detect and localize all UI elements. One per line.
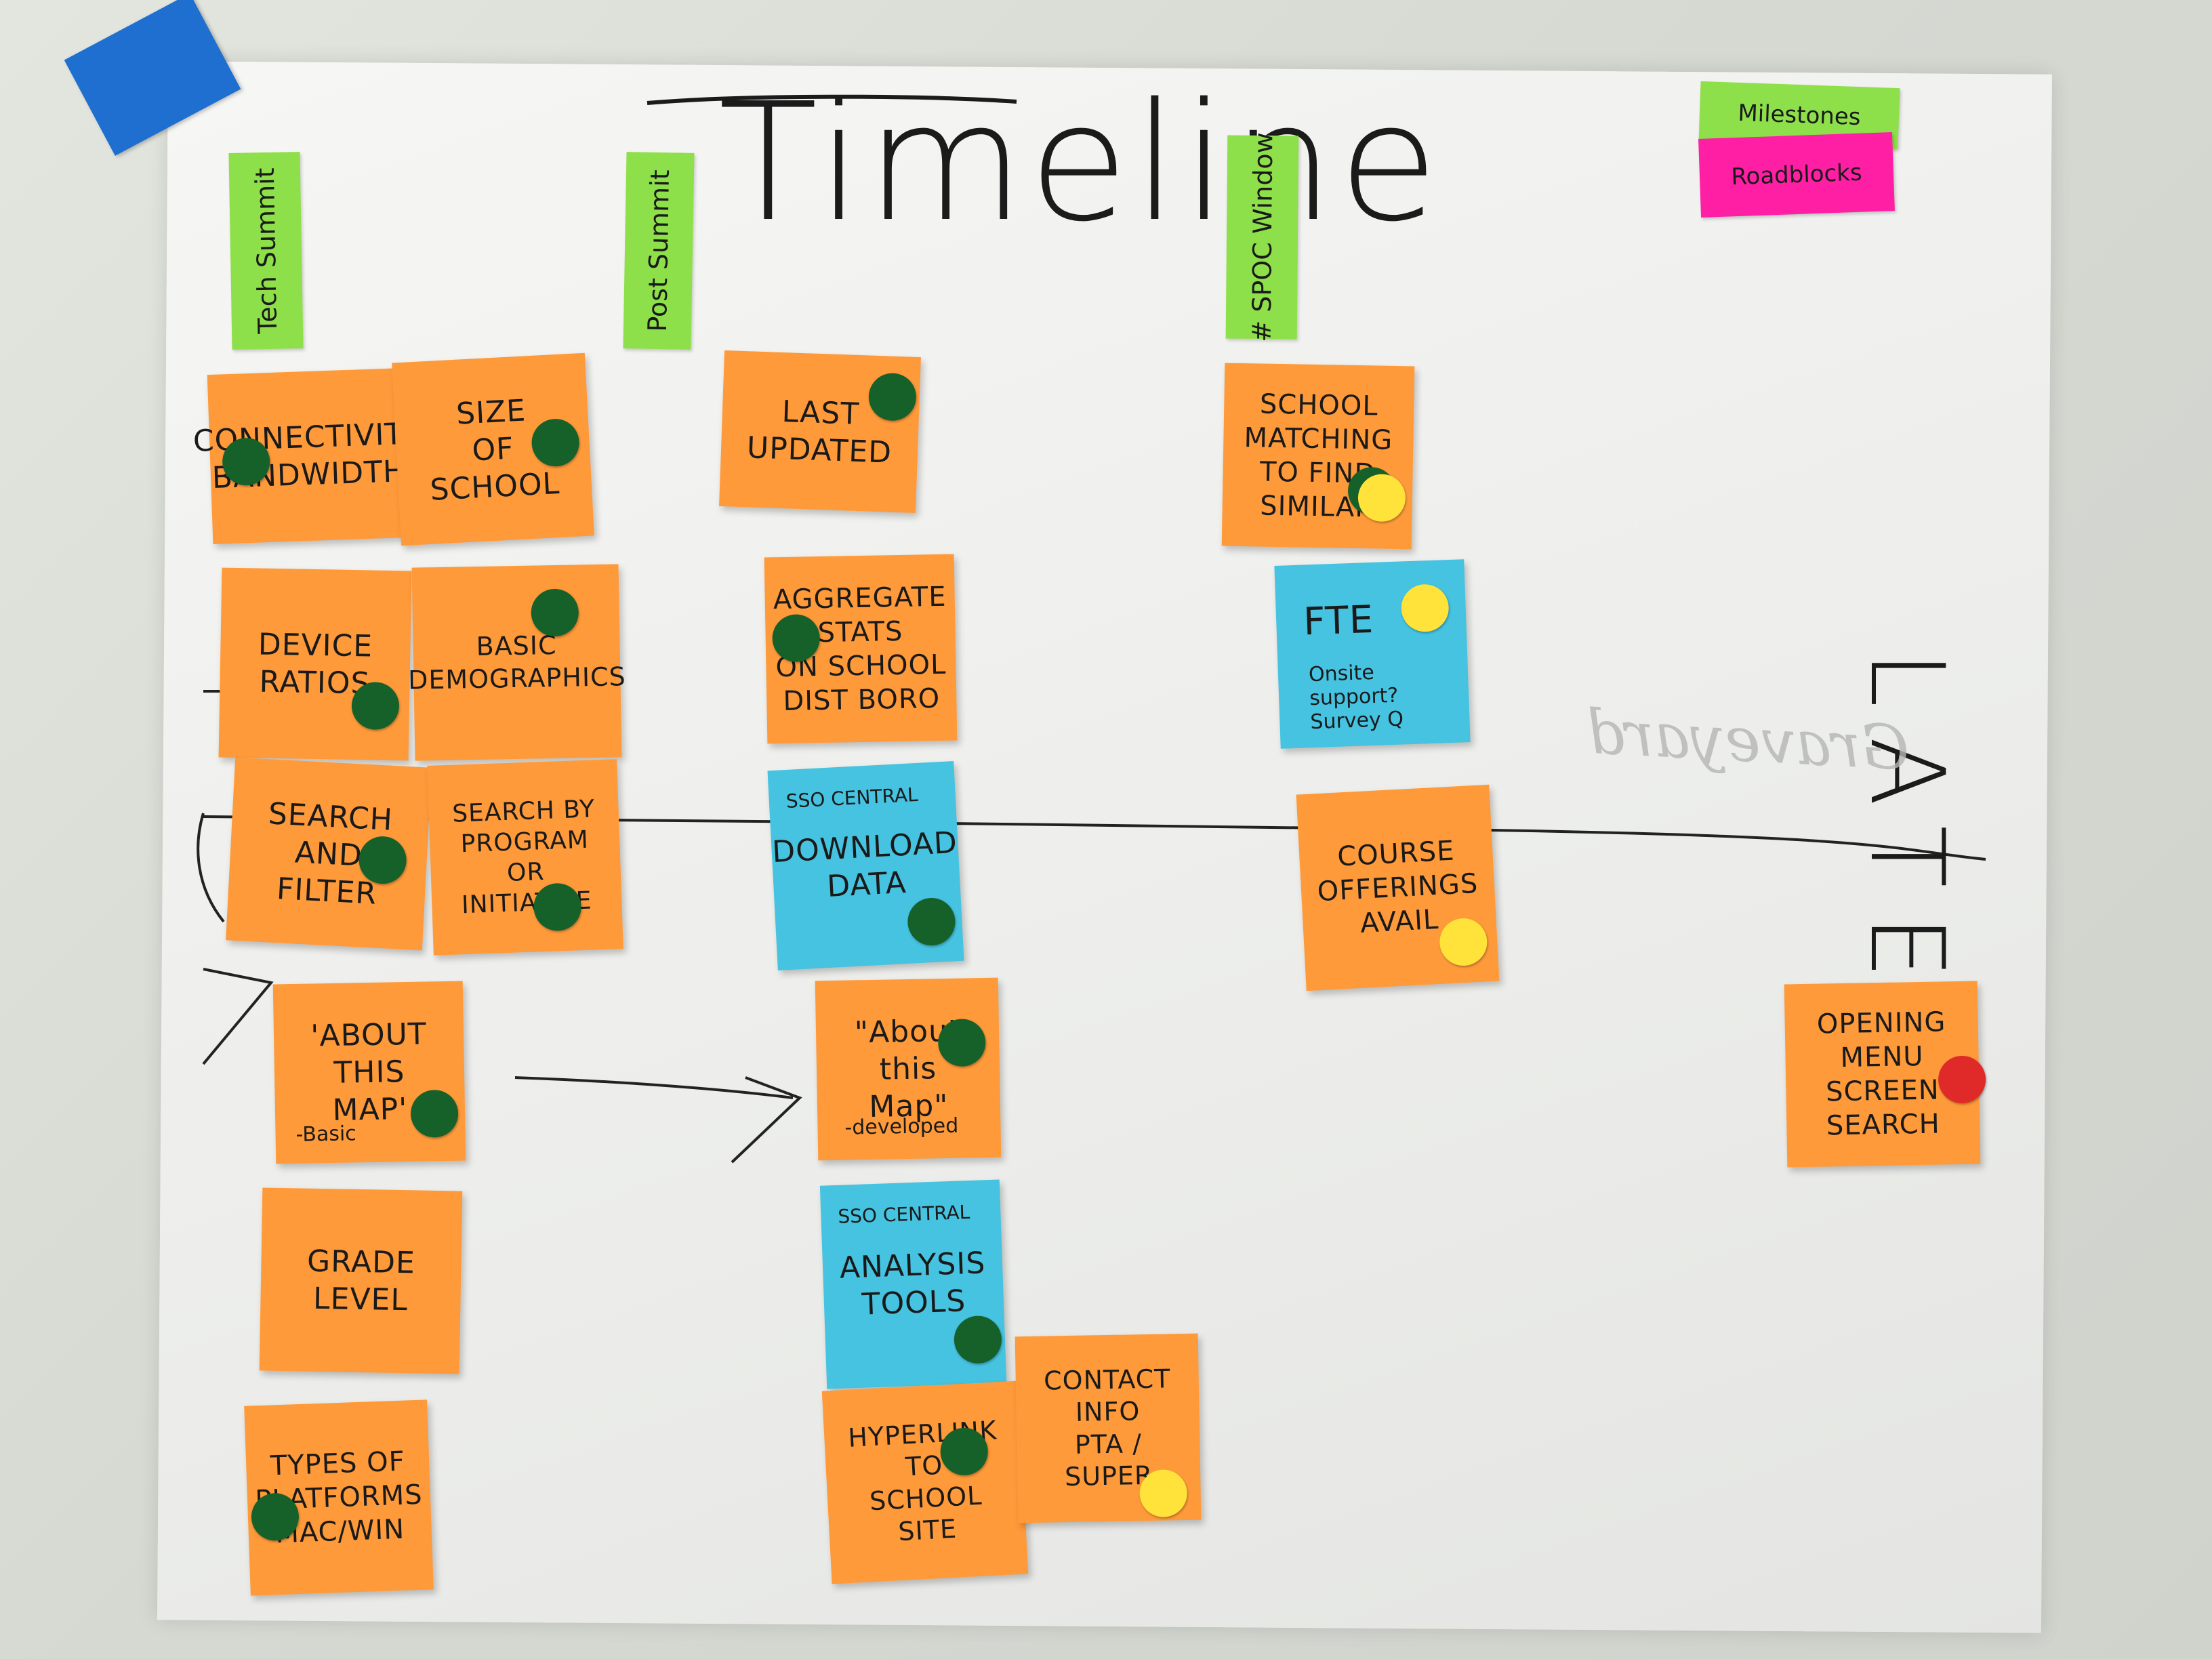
milestone-flag-post-summit: Post Summit	[623, 152, 695, 350]
green-dot	[937, 1019, 986, 1067]
sticky-note-download-data: SSO CENTRAL DOWNLOAD DATA	[767, 761, 964, 970]
sticky-note-device-ratios: DEVICE RATIOS	[218, 567, 412, 761]
note-text: BASIC DEMOGRAPHICS	[407, 630, 627, 695]
note-text: OPENING MENU SCREEN SEARCH	[1816, 1006, 1946, 1142]
note-text: DOWNLOAD DATA	[771, 825, 959, 904]
milestone-label: # SPOC Window	[1246, 132, 1278, 342]
yellow-dot	[1139, 1469, 1188, 1518]
sticky-note-size-of-school: SIZE OF SCHOOL	[392, 352, 594, 546]
sticky-note-basic-demographics: BASIC DEMOGRAPHICS	[408, 564, 626, 761]
sticky-note-fte: FTE Onsite support? Survey Q	[1274, 559, 1471, 749]
milestone-label: Tech Summit	[249, 167, 283, 334]
sticky-note-search-and-filter: SEARCH AND FILTER	[226, 757, 432, 951]
note-subtext: -Basic	[295, 1122, 357, 1147]
sticky-note-connectivity: CONNECTIVITY BANDWIDTH	[192, 368, 423, 544]
legend-roadblocks-label: Roadblocks	[1730, 159, 1863, 191]
red-dot	[1938, 1055, 1986, 1104]
green-dot	[906, 897, 957, 947]
note-subtext: -developed	[844, 1113, 959, 1140]
yellow-dot	[1400, 583, 1450, 633]
sticky-note-about-this-map-developed: "About this Map" -developed	[815, 977, 1002, 1161]
sticky-note-school-matching: SCHOOL MATCHING TO FIND SIMILAR	[1221, 363, 1415, 550]
sticky-note-grade-level: GRADE LEVEL	[259, 1187, 463, 1374]
milestone-flag-tech-summit: Tech Summit	[228, 152, 304, 350]
legend-roadblocks: Roadblocks	[1698, 132, 1895, 218]
note-text: DEVICE RATIOS	[258, 627, 373, 701]
sticky-note-last-updated: LAST UPDATED	[719, 350, 921, 513]
sticky-note-contact-info: CONTACT INFO PTA / SUPER	[1015, 1333, 1202, 1523]
note-header: SSO CENTRAL	[785, 783, 919, 813]
sticky-note-aggregate-stats: AGGREGATE STATS ON SCHOOL DIST BORO	[764, 554, 958, 744]
green-dot	[953, 1315, 1003, 1364]
legend-milestones-label: Milestones	[1737, 99, 1862, 131]
milestone-label: Post Summit	[642, 169, 676, 333]
note-text: FTE	[1303, 597, 1375, 644]
sticky-note-search-by-program: SEARCH BY PROGRAM OR INITIATIVE	[427, 759, 623, 956]
green-dot	[410, 1089, 459, 1138]
note-subtext: Onsite support? Survey Q	[1308, 660, 1404, 735]
sticky-note-analysis-tools: SSO CENTRAL ANALYSIS TOOLS	[819, 1179, 1007, 1389]
note-text: HYPERLINK TO SCHOOL SITE	[847, 1414, 998, 1547]
yellow-dot	[1357, 474, 1406, 523]
milestone-flag-spoc-window: # SPOC Window	[1225, 132, 1299, 342]
page-title: Timeline	[718, 68, 1443, 258]
green-dot	[351, 681, 400, 731]
sticky-note-opening-menu: OPENING MENU SCREEN SEARCH	[1784, 981, 1986, 1168]
sticky-note-types-of-platforms: TYPES OF PLATFORMS MAC/WIN	[244, 1399, 434, 1596]
sticky-note-about-this-map-basic: 'ABOUT THIS MAP' -Basic	[272, 981, 466, 1164]
sticky-note-course-offerings: COURSE OFFERINGS AVAIL	[1296, 784, 1500, 991]
yellow-dot	[1438, 917, 1489, 967]
sticky-note-hyperlink: HYPERLINK TO SCHOOL SITE	[821, 1380, 1029, 1584]
note-text: ANALYSIS TOOLS	[838, 1246, 987, 1322]
note-header: SSO CENTRAL	[837, 1201, 970, 1228]
note-text: GRADE LEVEL	[306, 1244, 416, 1318]
note-text: SEARCH BY PROGRAM OR INITIATIVE	[451, 795, 596, 920]
